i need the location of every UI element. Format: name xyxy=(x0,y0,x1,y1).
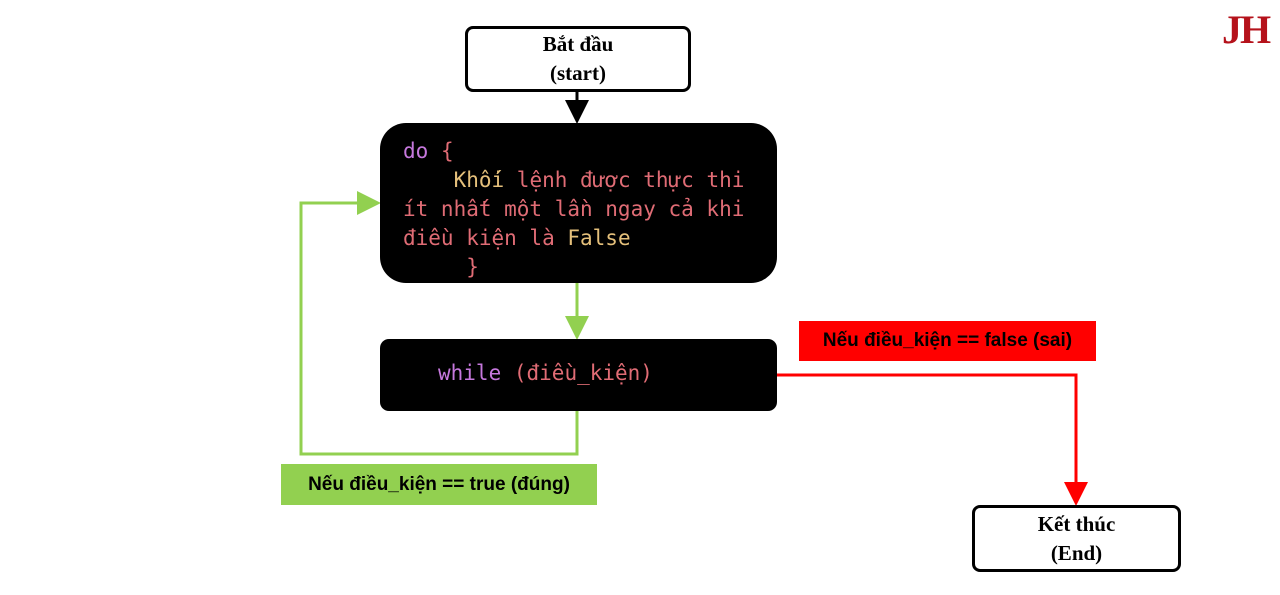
do-line3: điều kiện là xyxy=(403,226,568,250)
false-branch-label: Nếu điều_kiện == false (sai) xyxy=(799,321,1096,361)
while-block: while (điều_kiện) xyxy=(380,339,777,411)
true-branch-label: Nếu điều_kiện == true (đúng) xyxy=(281,464,597,505)
arrow-exit-false xyxy=(777,373,1088,506)
do-line1: lệnh được thực thi xyxy=(504,168,745,192)
end-node: Kết thúc (End) xyxy=(972,505,1181,572)
jh-logo: JH xyxy=(1222,7,1271,52)
close-brace: } xyxy=(466,255,479,279)
false-word: False xyxy=(567,226,631,250)
word-khoi: Khối xyxy=(453,168,505,192)
do-block: do { Khối lệnh được thực thi ít nhất một… xyxy=(380,123,777,283)
start-label: Bắt đầu xyxy=(542,32,614,56)
end-sublabel: (End) xyxy=(1050,540,1103,565)
end-label: Kết thúc xyxy=(1037,511,1116,536)
start-sublabel: (start) xyxy=(550,61,606,85)
arrow-loop-true xyxy=(299,191,579,456)
do-keyword: do xyxy=(403,139,429,163)
open-brace: { xyxy=(440,139,454,163)
while-keyword: while xyxy=(438,361,502,385)
start-node: Bắt đầu (start) xyxy=(465,26,691,92)
do-line2: ít nhất một lần ngay cả khi xyxy=(403,197,745,221)
while-condition: (điều_kiện) xyxy=(513,361,653,385)
